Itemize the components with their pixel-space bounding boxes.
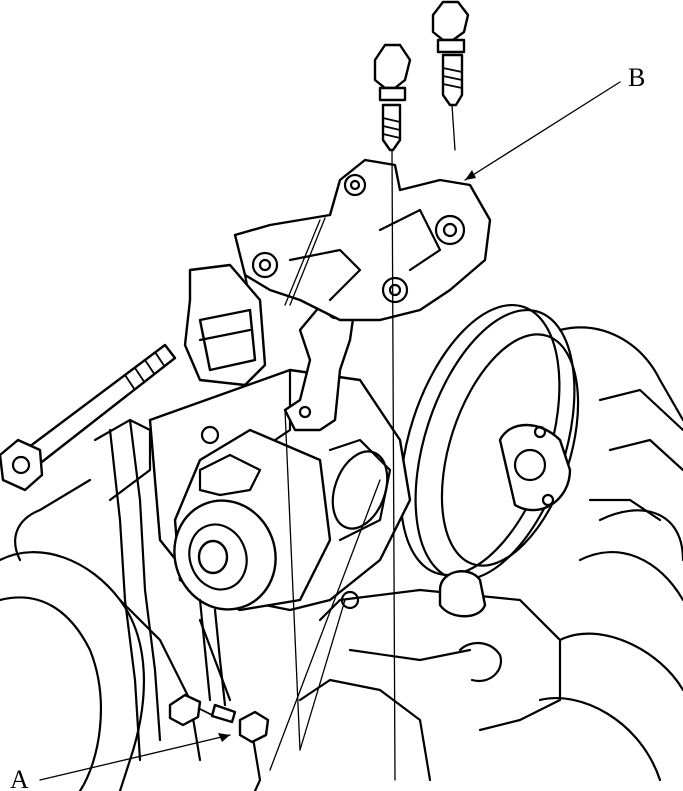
leader-lines [39,81,621,781]
small-bolts [168,693,270,744]
bolt-2 [431,0,470,107]
callout-label-b: B [628,63,645,92]
through-bolt [0,343,177,492]
hoses [108,418,227,762]
bolt-1 [373,43,412,152]
mount-cushion [183,263,267,387]
pump-housing [438,423,572,618]
callout-label-a: A [10,765,29,791]
upper-mount-bracket [233,158,492,322]
engine-block-outline [0,418,683,791]
